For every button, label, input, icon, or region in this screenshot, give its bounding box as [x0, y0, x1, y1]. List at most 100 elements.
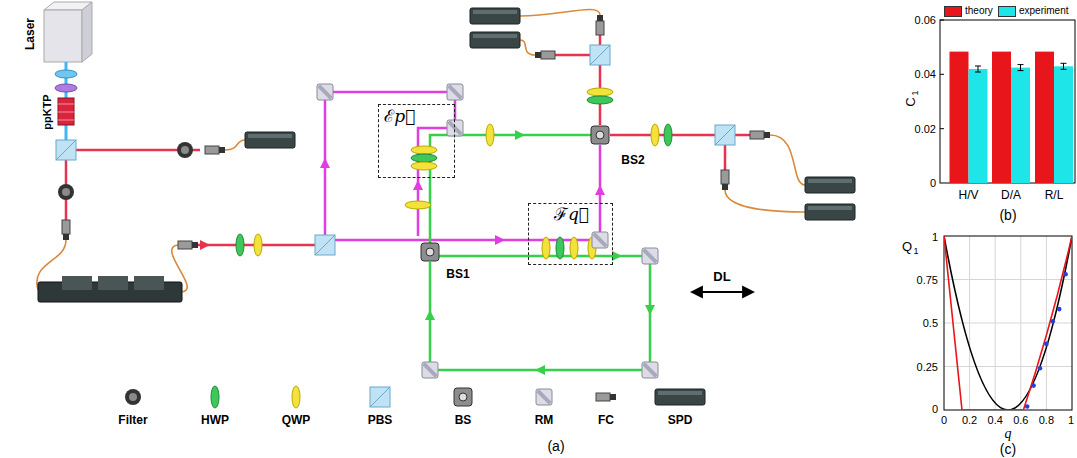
optical-components-part	[587, 88, 613, 96]
laser-source-part	[44, 10, 82, 62]
optical-components-part	[542, 237, 550, 259]
optical-components-part	[421, 243, 439, 261]
component-legend-icons-part	[211, 386, 219, 408]
optical-components-part	[178, 241, 198, 249]
optical-components-part	[470, 32, 520, 48]
tick-label: 1	[1068, 415, 1074, 426]
beams-part	[66, 32, 758, 245]
part-label: Laser	[24, 18, 36, 50]
optical-components-part	[587, 96, 613, 104]
bar-chart-part	[992, 52, 1011, 183]
tick-label: 0	[930, 178, 936, 189]
axis-title: C	[904, 97, 917, 106]
bar-chart-part	[975, 63, 1067, 72]
component-legend-icons	[125, 386, 705, 408]
optical-components-part	[245, 132, 295, 148]
optical-components-part	[805, 204, 855, 220]
bar-chart-part	[969, 69, 988, 183]
panel-label: (b)	[999, 208, 1016, 222]
tick-label: 0.06	[915, 15, 936, 26]
legend-text: HWP	[201, 414, 229, 426]
legend-text: Filter	[118, 414, 147, 426]
beams	[66, 32, 758, 370]
component-legend-icons-part	[596, 393, 616, 401]
beam-arrows	[200, 130, 655, 375]
component-legend-icons-part	[370, 387, 390, 407]
optical-components	[38, 8, 855, 378]
beams-part	[325, 92, 600, 240]
line-plot-part-part	[1025, 404, 1030, 409]
beam-arrows-part	[535, 365, 545, 375]
fibers-part	[520, 40, 535, 55]
axis-subscript: 1	[913, 247, 918, 256]
optical-components-part	[664, 124, 672, 146]
optical-components-part	[470, 8, 520, 24]
optical-components-part	[422, 362, 438, 378]
tick-label: 0.5	[923, 318, 938, 329]
optical-components-part	[315, 235, 335, 255]
fibers-part	[725, 190, 805, 212]
fibers-part	[225, 140, 245, 150]
part-label: ppKTP	[42, 94, 53, 129]
line-plot-part-part	[1057, 307, 1062, 312]
category-label: D/A	[1001, 189, 1021, 201]
legend-text: RM	[535, 414, 554, 426]
line-plot	[944, 236, 1072, 410]
fibers	[37, 9, 805, 292]
line-plot-part-part	[944, 236, 1072, 410]
line-plot-part-part	[944, 236, 1072, 410]
beam-arrows-part	[515, 130, 525, 140]
optical-components-part	[447, 84, 463, 100]
beam-arrows-part	[495, 235, 505, 245]
bar-chart-part	[940, 20, 944, 129]
optical-components-part	[805, 177, 855, 193]
fibers-part	[520, 9, 600, 16]
legend-text: FC	[598, 414, 614, 426]
part-label: BS2	[621, 154, 644, 166]
tick-label: 0.04	[915, 69, 936, 80]
optical-components-part	[590, 45, 610, 65]
component-legend-icons-part	[125, 389, 141, 405]
optical-components-part	[58, 184, 74, 200]
beam-arrows-part	[200, 240, 210, 250]
line-plot-part-part	[1063, 272, 1068, 277]
optical-components-part	[411, 154, 437, 162]
dashed-group-box: ℱq⃗	[528, 203, 613, 265]
optical-components-part	[556, 237, 564, 259]
bar-chart-part	[940, 20, 1075, 183]
tick-label: 0	[932, 404, 938, 415]
tick-label: 0.75	[917, 274, 938, 285]
optical-components-part	[486, 124, 494, 146]
beam-arrows-part	[425, 310, 435, 320]
optical-components-part	[205, 146, 225, 154]
tick-label: 0.02	[915, 123, 936, 134]
legend-text: experiment	[1019, 6, 1068, 16]
optical-components-part	[642, 248, 658, 264]
bar-chart-part	[1035, 52, 1054, 183]
line-plot-part-part	[1038, 366, 1043, 371]
delay-line-arrow	[692, 287, 753, 297]
bar-chart-part	[1011, 68, 1030, 183]
operator-label: ℰp⃗	[384, 108, 415, 126]
beam-arrows-part	[413, 180, 423, 190]
part-label: DL	[713, 270, 730, 283]
category-label: R/L	[1045, 189, 1064, 201]
optical-components-part	[592, 232, 608, 248]
dashed-group-box: ℰp⃗	[378, 104, 455, 178]
legend-text: SPD	[668, 414, 693, 426]
optical-components-part	[721, 170, 729, 190]
optical-components-part	[411, 146, 437, 154]
tick-label: 0.25	[917, 361, 938, 372]
optical-components-part	[177, 142, 193, 158]
optical-components-part	[642, 362, 658, 378]
component-legend-icons-part	[454, 388, 472, 406]
category-label: H/V	[958, 189, 978, 201]
line-plot-part	[944, 236, 1072, 410]
optical-components-part	[591, 126, 609, 144]
laser-source-part	[58, 120, 74, 121]
line-plot-part-part	[1044, 342, 1049, 347]
line-plot-part	[944, 236, 1072, 410]
line-plot-part	[944, 236, 1072, 410]
tick-label: 1	[932, 232, 938, 243]
